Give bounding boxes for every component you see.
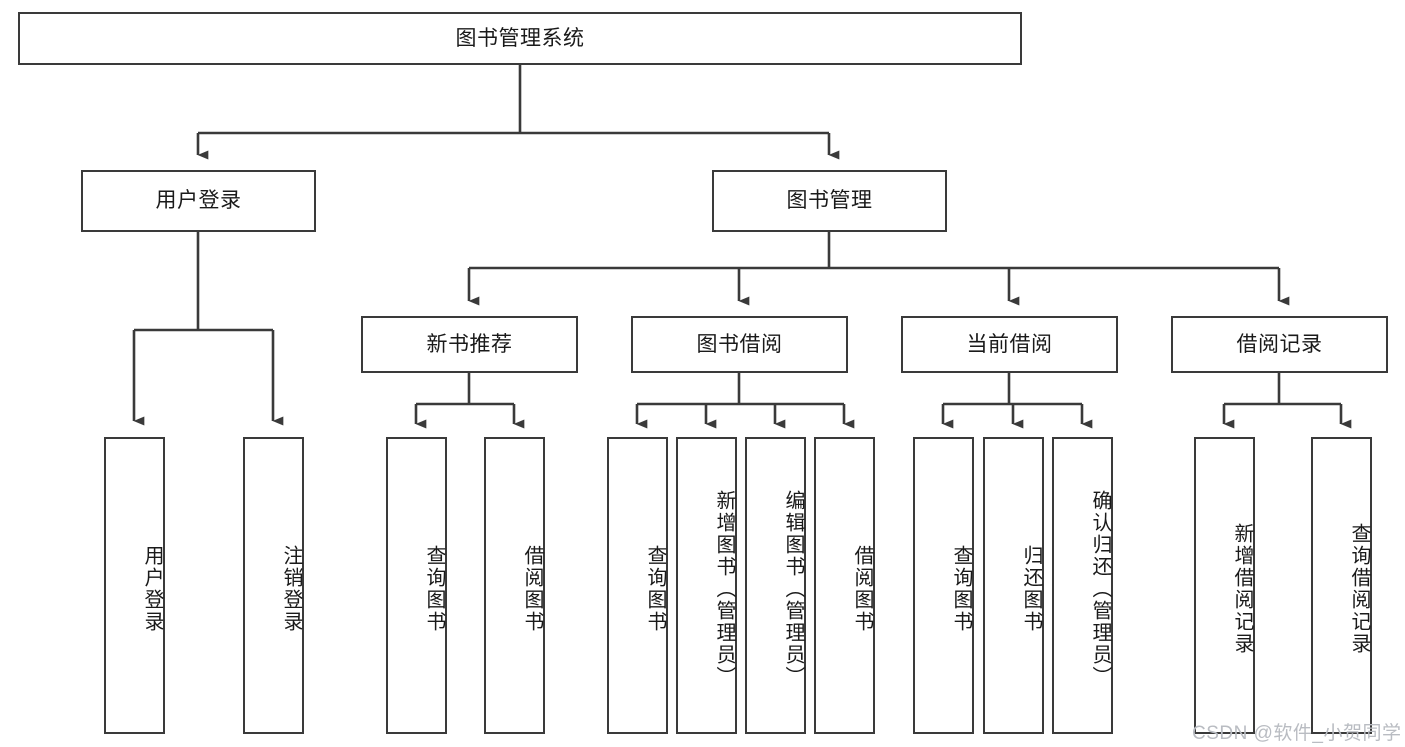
- node-root-label: 图书管理系统: [455, 26, 585, 50]
- node-book-borrow[interactable]: 图书借阅: [631, 316, 848, 373]
- node-leaf-return-book[interactable]: 归还图书: [983, 437, 1044, 734]
- node-leaf-query-book-current-label: 查询图书: [950, 544, 972, 633]
- node-leaf-borrow-book-recommend[interactable]: 借阅图书: [484, 437, 545, 734]
- csdn-watermark: CSDN @软件_小贺同学: [1192, 718, 1401, 745]
- node-user-login-label: 用户登录: [155, 189, 242, 213]
- node-borrow-record-label: 借阅记录: [1236, 332, 1323, 356]
- node-leaf-add-book-admin[interactable]: 新增图书（管理员）: [676, 437, 737, 734]
- node-leaf-user-logout-label: 注销登录: [280, 544, 302, 633]
- node-leaf-return-book-label: 归还图书: [1020, 544, 1042, 633]
- node-leaf-confirm-return-admin[interactable]: 确认归还（管理员）: [1052, 437, 1113, 734]
- node-leaf-query-book-recommend[interactable]: 查询图书: [386, 437, 447, 734]
- node-new-book-recommend-label: 新书推荐: [426, 332, 513, 356]
- node-leaf-confirm-return-admin-label: 确认归还（管理员）: [1089, 489, 1111, 688]
- csdn-watermark-text: CSDN @软件_小贺同学: [1192, 723, 1402, 744]
- node-leaf-edit-book-admin-label: 编辑图书（管理员）: [782, 489, 804, 688]
- node-leaf-borrow-book[interactable]: 借阅图书: [814, 437, 875, 734]
- node-leaf-user-login-label: 用户登录: [141, 544, 163, 633]
- node-leaf-add-borrow-record-label: 新增借阅记录: [1231, 522, 1253, 655]
- node-leaf-add-book-admin-label: 新增图书（管理员）: [713, 489, 735, 688]
- node-book-management[interactable]: 图书管理: [712, 170, 947, 232]
- node-root[interactable]: 图书管理系统: [18, 12, 1022, 65]
- node-leaf-query-book-borrow[interactable]: 查询图书: [607, 437, 668, 734]
- node-book-management-label: 图书管理: [786, 189, 873, 213]
- node-leaf-query-borrow-record-label: 查询借阅记录: [1348, 522, 1370, 655]
- node-leaf-user-login[interactable]: 用户登录: [104, 437, 165, 734]
- node-leaf-query-book-recommend-label: 查询图书: [423, 544, 445, 633]
- node-current-borrow-label: 当前借阅: [966, 332, 1053, 356]
- node-borrow-record[interactable]: 借阅记录: [1171, 316, 1388, 373]
- node-leaf-query-book-borrow-label: 查询图书: [644, 544, 666, 633]
- node-leaf-borrow-book-label: 借阅图书: [851, 544, 873, 633]
- node-leaf-query-borrow-record[interactable]: 查询借阅记录: [1311, 437, 1372, 734]
- node-current-borrow[interactable]: 当前借阅: [901, 316, 1118, 373]
- node-new-book-recommend[interactable]: 新书推荐: [361, 316, 578, 373]
- node-user-login[interactable]: 用户登录: [81, 170, 316, 232]
- node-leaf-add-borrow-record[interactable]: 新增借阅记录: [1194, 437, 1255, 734]
- node-leaf-user-logout[interactable]: 注销登录: [243, 437, 304, 734]
- node-leaf-edit-book-admin[interactable]: 编辑图书（管理员）: [745, 437, 806, 734]
- node-leaf-query-book-current[interactable]: 查询图书: [913, 437, 974, 734]
- node-leaf-borrow-book-recommend-label: 借阅图书: [521, 544, 543, 633]
- node-book-borrow-label: 图书借阅: [696, 332, 783, 356]
